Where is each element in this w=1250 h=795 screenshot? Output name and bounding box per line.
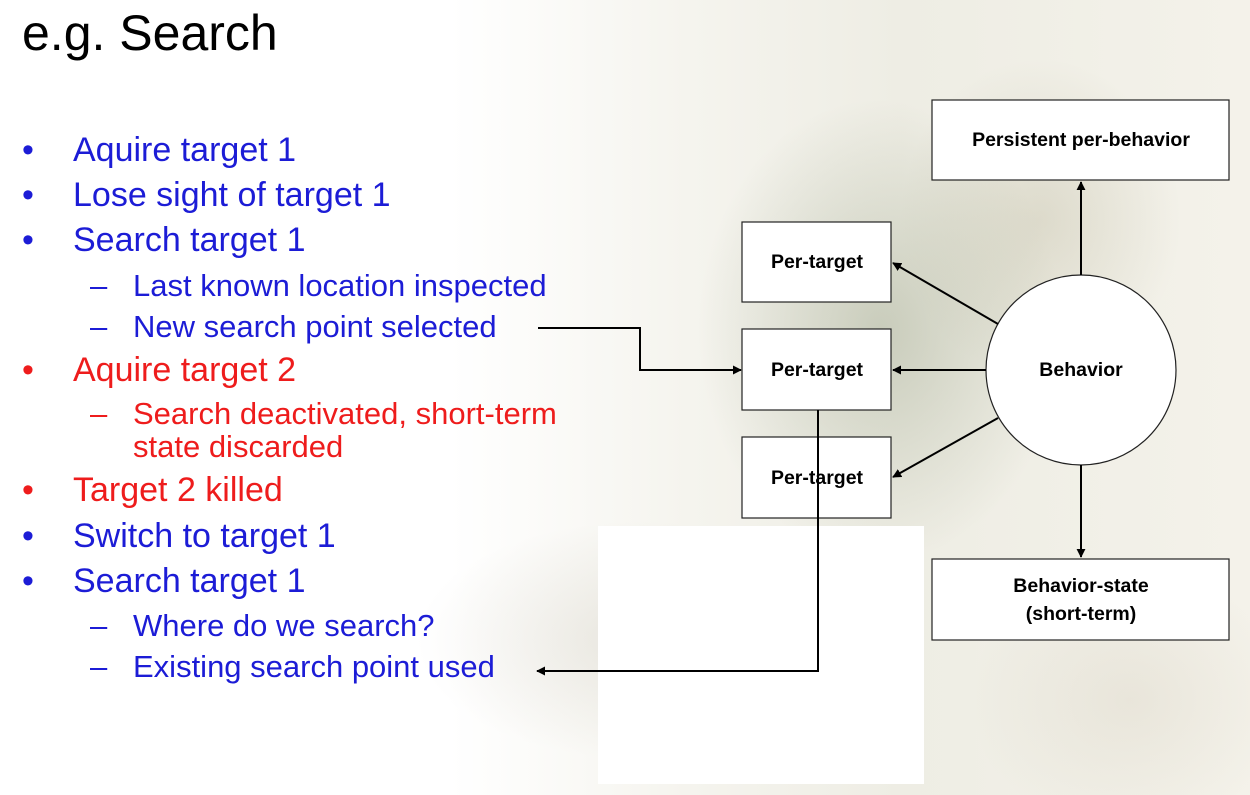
bullet-list: • Aquire target 1 • Lose sight of target… xyxy=(22,131,557,684)
bullet-marker: • xyxy=(22,471,34,509)
bullet-marker: • xyxy=(22,176,34,214)
behavior-state-label-line1: Behavior-state xyxy=(1013,575,1149,597)
sub-bullet-marker: – xyxy=(90,309,108,344)
behavior-state-box xyxy=(931,558,1230,641)
bullet-text: Target 2 killed xyxy=(73,471,283,509)
bullet-marker: • xyxy=(22,517,34,555)
per-target-box-bottom xyxy=(741,436,892,519)
sub-bullet-text: Where do we search? xyxy=(133,608,435,643)
per-target-box-top xyxy=(741,221,892,303)
bullet-marker: • xyxy=(22,351,34,389)
behavior-label: Behavior xyxy=(1039,359,1123,381)
behavior-state-label-line2: (short-term) xyxy=(1026,603,1137,625)
sub-bullet-text: state discarded xyxy=(133,429,344,464)
bullet-text: Aquire target 1 xyxy=(73,131,297,169)
per-target-box-middle xyxy=(741,328,892,411)
edge-behavior-to-per-target-top xyxy=(892,262,999,325)
persistent-label: Persistent per-behavior xyxy=(972,129,1190,151)
sub-bullet-marker: – xyxy=(90,396,108,431)
sub-bullet-marker: – xyxy=(90,268,108,303)
bullet-marker: • xyxy=(22,562,34,600)
edge-per-target-to-existing-search-point xyxy=(536,410,819,676)
sub-bullet-marker: – xyxy=(90,608,108,643)
bullet-text: Aquire target 2 xyxy=(73,351,297,389)
sub-bullet-text: Last known location inspected xyxy=(133,268,547,303)
edge-search-point-to-per-target xyxy=(538,327,742,375)
sub-bullet-text: Search deactivated, short-term xyxy=(133,396,557,431)
bullet-text: Lose sight of target 1 xyxy=(73,176,391,214)
bullet-text: Search target 1 xyxy=(73,562,306,600)
per-target-middle-label: Per-target xyxy=(771,359,864,381)
bullet-text: Search target 1 xyxy=(73,221,306,259)
sub-bullet-marker: – xyxy=(90,649,108,684)
per-target-top-label: Per-target xyxy=(771,251,864,273)
bullet-marker: • xyxy=(22,131,34,169)
per-target-bottom-label: Per-target xyxy=(771,467,864,489)
edge-behavior-to-per-target-bottom xyxy=(892,417,999,478)
bullet-text: Switch to target 1 xyxy=(73,517,336,555)
sub-bullet-text: New search point selected xyxy=(133,309,497,344)
background-white-patch xyxy=(598,526,924,784)
persistent-per-behavior-box xyxy=(931,99,1230,181)
bullet-marker: • xyxy=(22,221,34,259)
sub-bullet-text: Existing search point used xyxy=(133,649,495,684)
slide-title: e.g. Search xyxy=(22,5,278,61)
